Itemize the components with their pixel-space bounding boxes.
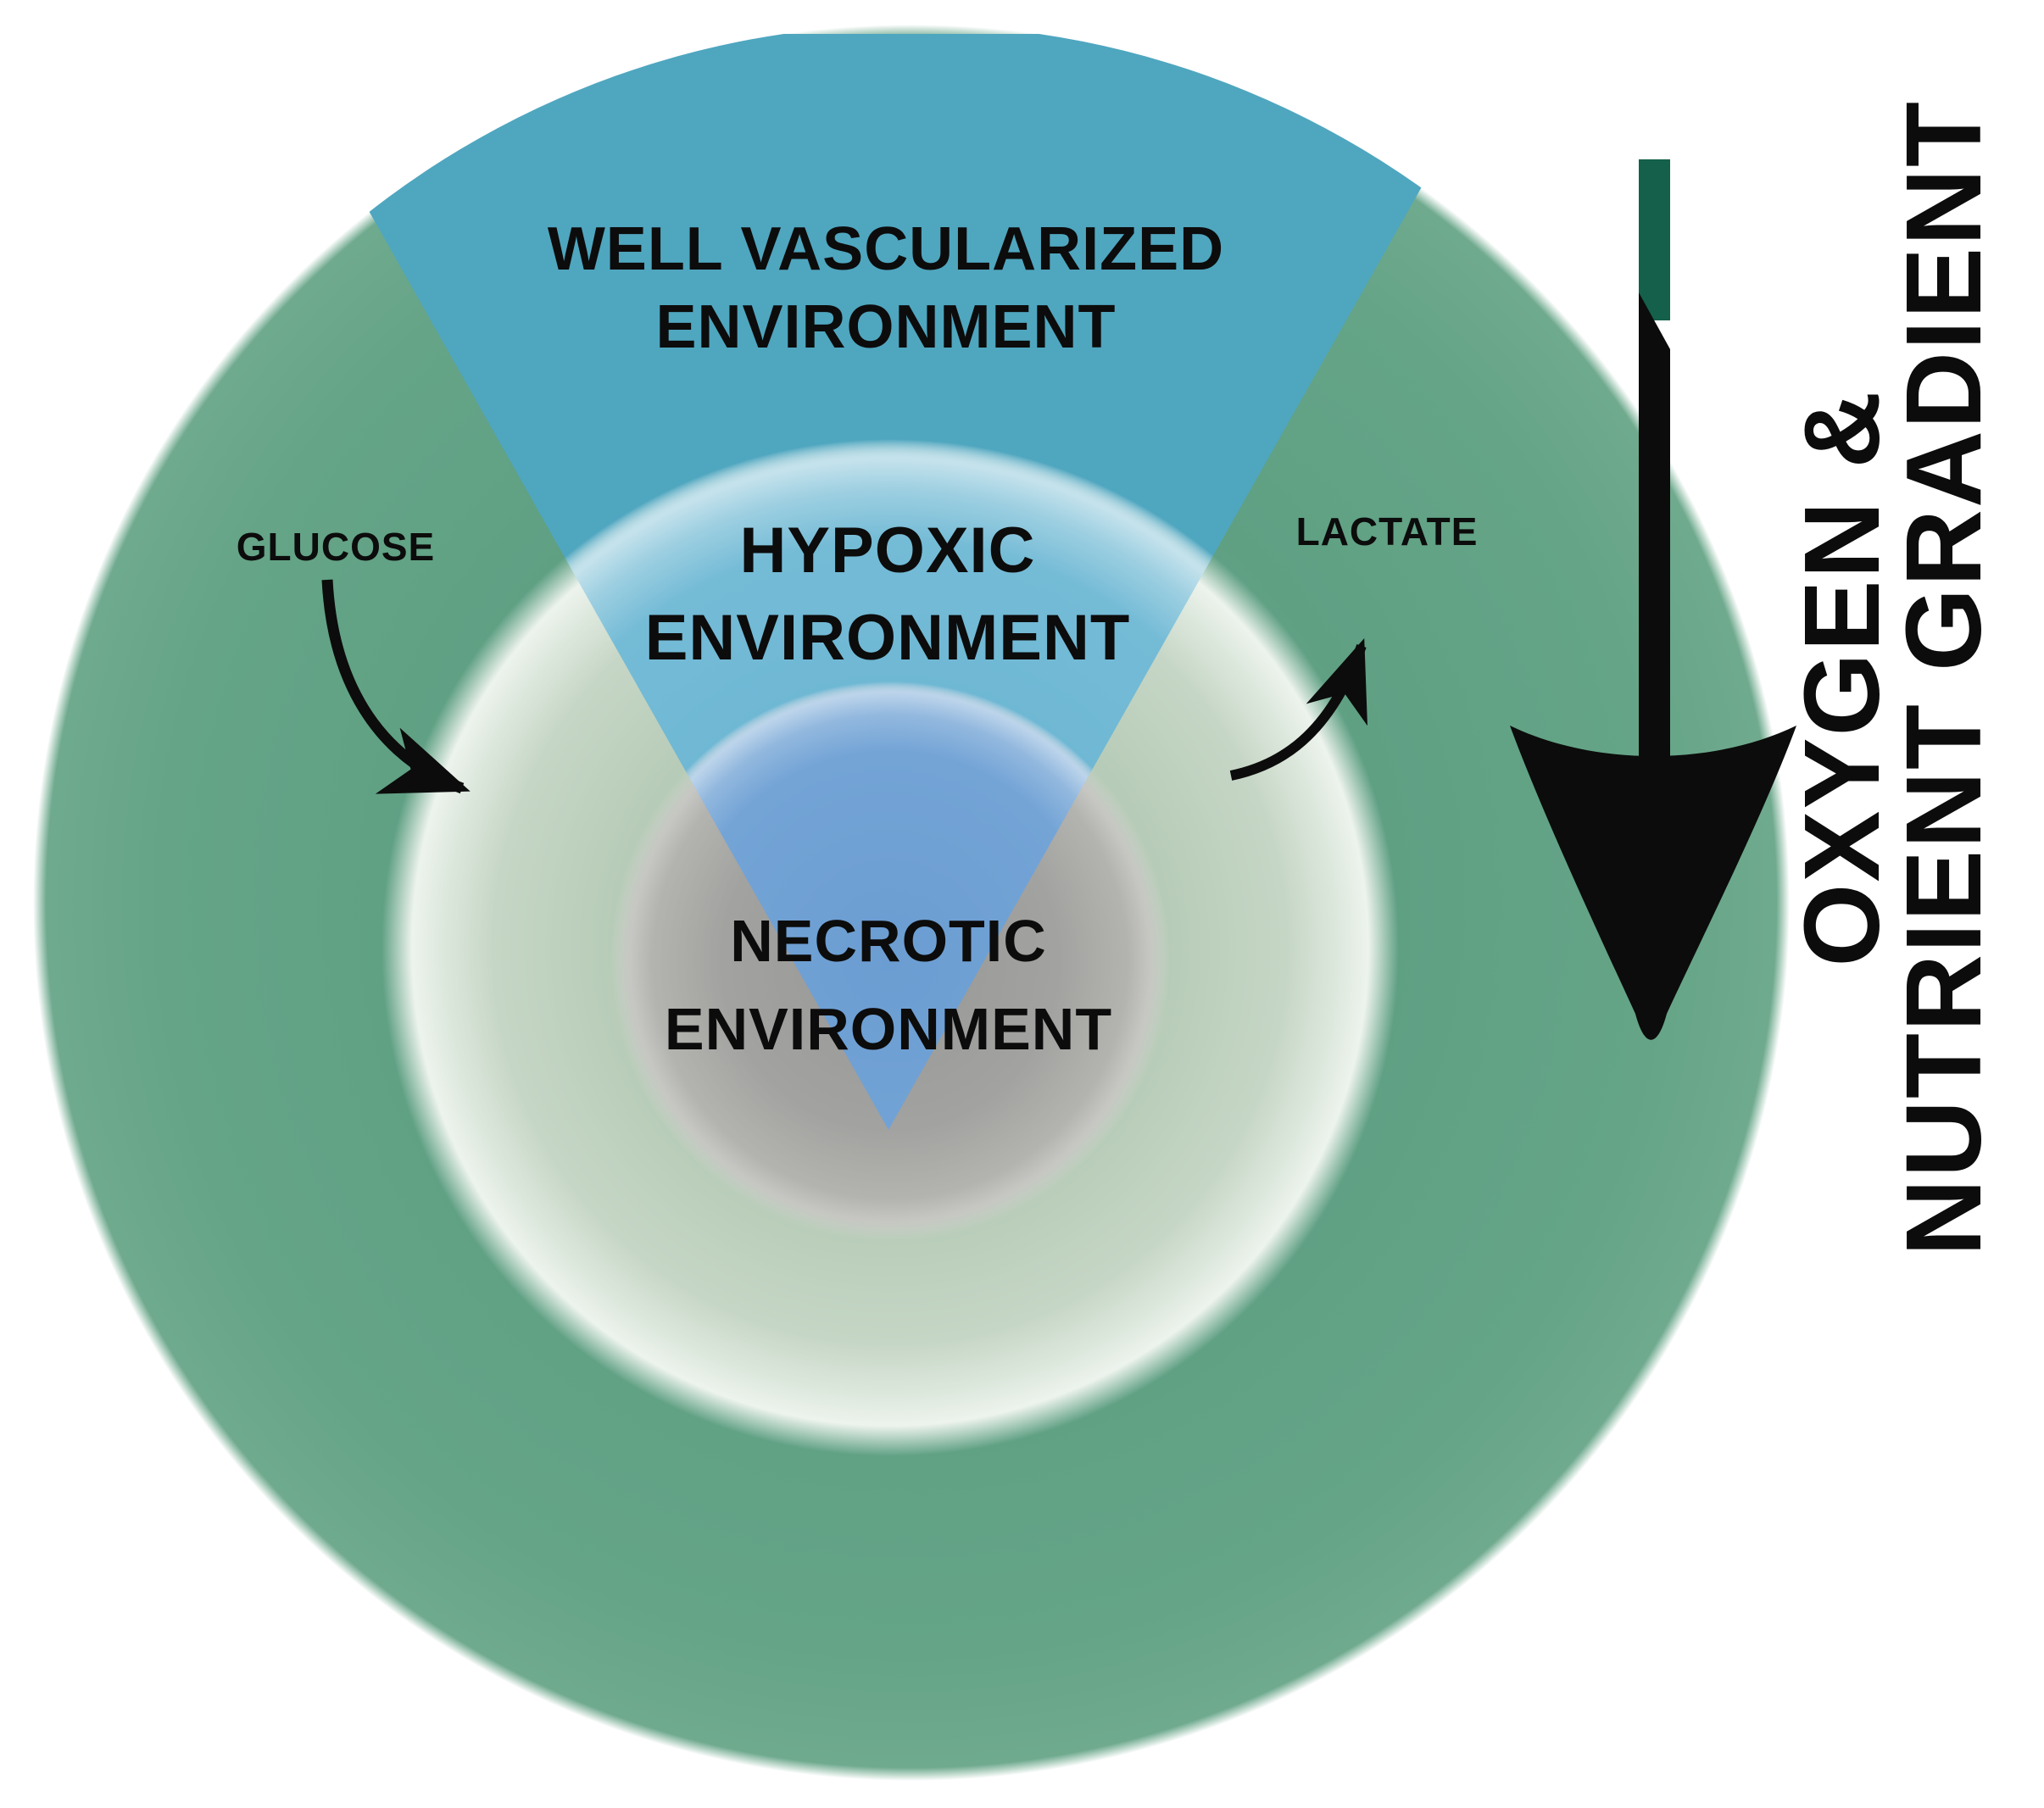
middle-zone-label: HYPOXIC ENVIRONMENT (645, 507, 1131, 681)
inner-zone-label-line1: NECROTIC (730, 908, 1047, 974)
outer-zone-label: WELL VASCULARIZED ENVIRONMENT (548, 210, 1224, 366)
gradient-arrow-shaft-black (1639, 292, 1670, 771)
inner-zone-label: NECROTIC ENVIRONMENT (665, 897, 1112, 1073)
gradient-arrow-shaft-green (1639, 159, 1670, 320)
middle-zone-label-line2: ENVIRONMENT (644, 602, 1131, 674)
outer-zone-label-line1: WELL VASCULARIZED (547, 215, 1225, 283)
gradient-label-line2: NUTRIENT GRADIENT (1884, 100, 2003, 1256)
gradient-label-line1: OXYGEN & (1782, 389, 1902, 967)
gradient-arrow-head (1510, 726, 1796, 1040)
glucose-arrow (321, 579, 471, 794)
lactate-label: LACTATE (1295, 509, 1479, 554)
glucose-label: GLUCOSE (236, 525, 436, 569)
lactate-arrow (1229, 637, 1367, 781)
vascular-wedge-inner (269, 34, 1508, 1130)
middle-zone-label-line1: HYPOXIC (739, 515, 1036, 587)
inner-zone-label-line2: ENVIRONMENT (664, 996, 1113, 1062)
oxygen-nutrient-gradient-label: OXYGEN & NUTRIENT GRADIENT (1782, 42, 2020, 1314)
outer-zone-label-line2: ENVIRONMENT (655, 293, 1117, 361)
